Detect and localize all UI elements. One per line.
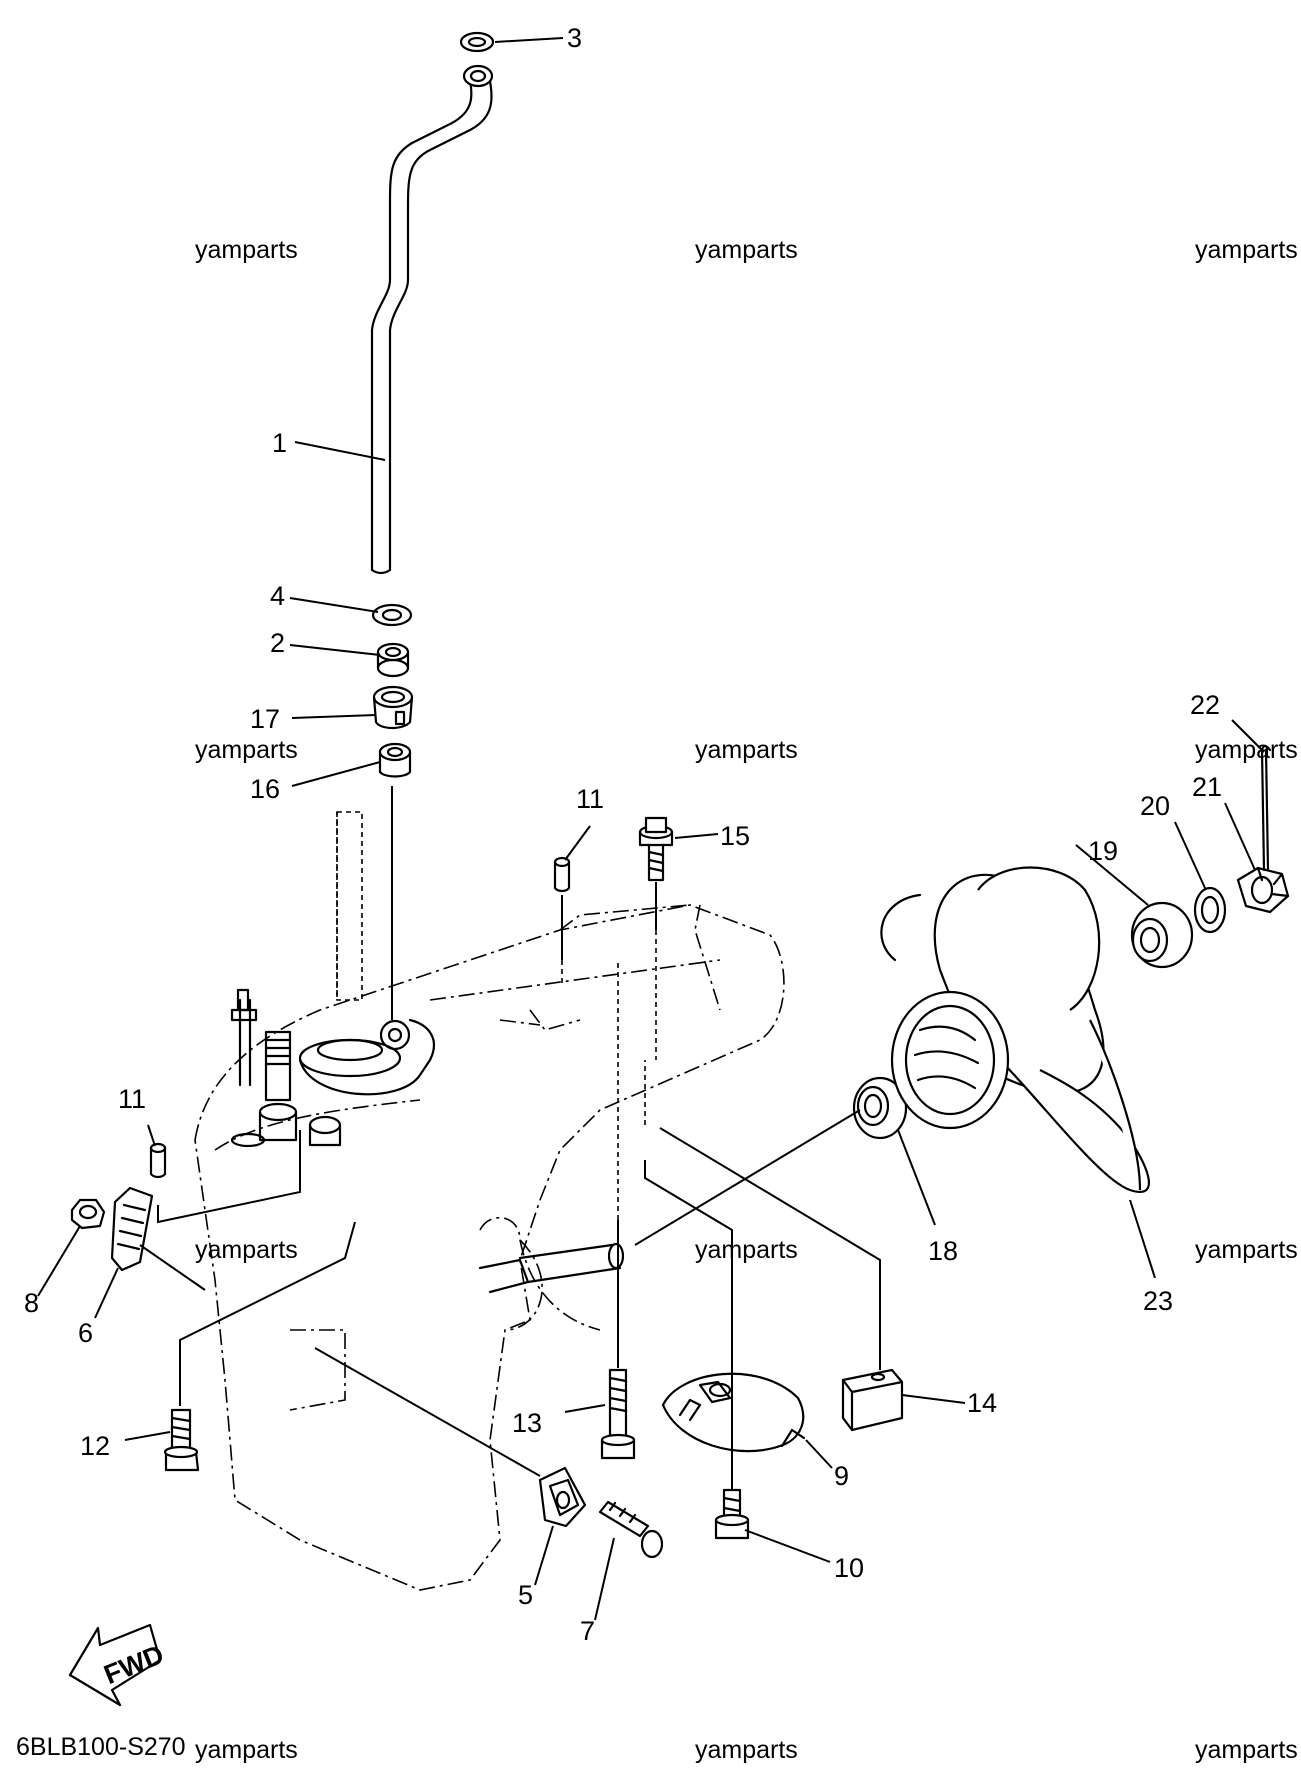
callout-8: 8 bbox=[24, 1288, 39, 1318]
part-18-spacer bbox=[852, 1076, 908, 1140]
part-9-trim-tab bbox=[661, 1372, 806, 1453]
part-11-dowel-pin-left bbox=[149, 1142, 167, 1179]
callout-16: 16 bbox=[250, 774, 280, 804]
part-1-water-tube bbox=[370, 64, 494, 575]
part-22-cotter-pin bbox=[1260, 744, 1272, 872]
part-16-bushing bbox=[378, 742, 412, 778]
part-7-bolt bbox=[598, 1500, 664, 1559]
watermark-layer: yamparts yamparts yamparts yamparts yamp… bbox=[195, 236, 1298, 1764]
callout-11-left: 11 bbox=[118, 1084, 146, 1114]
callout-17: 17 bbox=[250, 704, 280, 734]
callout-12: 12 bbox=[80, 1431, 110, 1461]
callout-5: 5 bbox=[518, 1580, 533, 1610]
callout-11-upper: 11 bbox=[576, 784, 604, 814]
part-20-washer bbox=[1193, 886, 1227, 934]
callout-3: 3 bbox=[567, 23, 582, 53]
watermark: yamparts bbox=[1195, 236, 1298, 264]
part-14-anode bbox=[841, 1368, 904, 1432]
callout-10: 10 bbox=[834, 1553, 864, 1583]
callout-20: 20 bbox=[1140, 791, 1170, 821]
part-4-grommet bbox=[371, 603, 413, 627]
part-15-bolt bbox=[638, 816, 674, 882]
part-11-dowel-pin-upper bbox=[553, 856, 571, 893]
callout-22: 22 bbox=[1190, 690, 1220, 720]
part-12-bolt bbox=[163, 1408, 200, 1472]
callout-21: 21 bbox=[1192, 772, 1222, 802]
part-10-bolt bbox=[714, 1488, 750, 1540]
part-3-grommet bbox=[459, 31, 495, 53]
fwd-arrow: FWD bbox=[68, 1623, 168, 1707]
callout-18: 18 bbox=[928, 1236, 958, 1266]
watermark: yamparts bbox=[195, 1736, 298, 1764]
part-21-nut bbox=[1236, 866, 1290, 914]
drive-shaft-assembly bbox=[298, 811, 436, 1147]
watermark: yamparts bbox=[195, 236, 298, 264]
callout-numbers: 3 1 4 2 17 16 11 15 22 21 20 19 11 18 23… bbox=[24, 23, 1222, 1646]
watermark: yamparts bbox=[195, 736, 298, 764]
callout-15: 15 bbox=[720, 821, 750, 851]
part-17-seal-housing bbox=[372, 685, 414, 730]
part-13-bolt bbox=[600, 1368, 636, 1460]
part-5-cover-plate bbox=[538, 1466, 587, 1528]
callout-14: 14 bbox=[967, 1388, 997, 1418]
callout-19: 19 bbox=[1088, 836, 1118, 866]
shift-rod bbox=[230, 988, 298, 1148]
part-8-nut bbox=[70, 1198, 106, 1230]
part-19-spacer bbox=[1130, 901, 1194, 969]
callout-7: 7 bbox=[580, 1616, 595, 1646]
part-6-cover bbox=[110, 1186, 154, 1272]
callout-13: 13 bbox=[512, 1408, 542, 1438]
leader-lines bbox=[37, 37, 1265, 1621]
watermark: yamparts bbox=[695, 736, 798, 764]
callout-23: 23 bbox=[1143, 1286, 1173, 1316]
watermark: yamparts bbox=[695, 1736, 798, 1764]
part-2-seal bbox=[376, 642, 410, 678]
callout-6: 6 bbox=[78, 1318, 93, 1348]
callout-1: 1 bbox=[272, 428, 287, 458]
watermark: yamparts bbox=[195, 1236, 298, 1264]
watermark: yamparts bbox=[695, 236, 798, 264]
callout-9: 9 bbox=[834, 1461, 849, 1491]
callout-4: 4 bbox=[270, 581, 285, 611]
watermark: yamparts bbox=[695, 1236, 798, 1264]
part-23-propeller bbox=[880, 866, 1150, 1193]
watermark: yamparts bbox=[1195, 736, 1298, 764]
callout-2: 2 bbox=[270, 628, 285, 658]
diagram-code: 6BLB100-S270 bbox=[16, 1733, 186, 1761]
watermark: yamparts bbox=[1195, 1736, 1298, 1764]
watermark: yamparts bbox=[1195, 1236, 1298, 1264]
propeller-shaft bbox=[478, 1242, 625, 1294]
